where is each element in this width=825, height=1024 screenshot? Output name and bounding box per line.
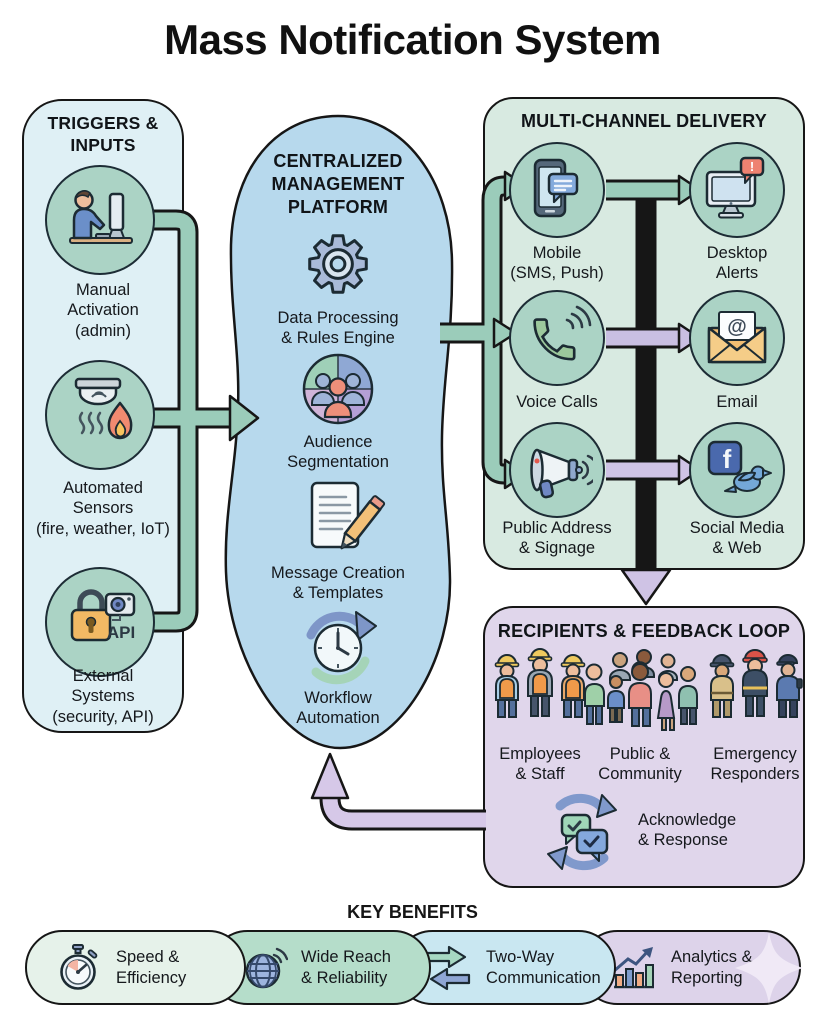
channel-public-address-label: Public Address & Signage	[502, 519, 612, 558]
channel-desktop: !	[689, 142, 785, 238]
platform-blob	[224, 114, 454, 750]
benefit-speed: Speed & Efficiency	[25, 930, 246, 1005]
benefit-speed-label: Speed & Efficiency	[116, 948, 187, 987]
group-community-label: Public & Community	[598, 745, 682, 784]
megaphone-icon	[530, 448, 593, 499]
group-employees	[485, 648, 595, 745]
delivery-header: MULTI-CHANNEL DELIVERY	[520, 111, 768, 131]
responders-group-icon	[709, 649, 803, 718]
stopwatch-icon	[60, 943, 98, 990]
channel-desktop-label: Desktop Alerts	[706, 244, 768, 283]
platform-data-processing-label: Data Processing & Rules Engine	[277, 309, 399, 348]
smartphone-chat-icon	[533, 158, 579, 218]
trigger-automated-sensors	[45, 360, 155, 470]
page-title: Mass Notification System	[164, 16, 661, 63]
facebook-twitter-icon: f	[707, 440, 772, 493]
channel-voice-label: Voice Calls	[516, 393, 598, 411]
benefits-header: KEY BENEFITS	[347, 902, 478, 922]
gear-icon	[308, 234, 368, 294]
channel-email-label: Email	[716, 393, 758, 411]
svg-text:!: !	[750, 159, 754, 174]
audience-pie-icon	[302, 353, 374, 425]
trigger-external-systems: API	[45, 567, 155, 677]
workers-group-icon	[494, 648, 586, 718]
feedback-acknowledge	[532, 782, 632, 887]
platform-message-label: Message Creation & Templates	[271, 564, 405, 603]
person-at-computer-icon	[69, 190, 133, 244]
platform-workflow-label: Workflow Automation	[296, 689, 380, 728]
svg-text:f: f	[723, 444, 732, 474]
platform-message-creation	[290, 473, 386, 574]
globe-signal-icon	[245, 947, 288, 988]
sparkle-decoration	[735, 932, 803, 1004]
feedback-acknowledge-label: Acknowledge & Response	[638, 811, 737, 850]
community-group-icon	[584, 649, 698, 731]
api-badge: API	[107, 623, 135, 642]
platform-audience-label: Audience Segmentation	[287, 433, 389, 472]
benefit-twoway: Two-Way Communication	[395, 930, 616, 1005]
benefits-bar: Speed & Efficiency Wide Reach & Reliabil…	[25, 930, 801, 1005]
trigger-sensors-label: Automated Sensors (fire, weather, IoT)	[36, 479, 170, 538]
benefit-twoway-label: Two-Way Communication	[486, 948, 601, 987]
channel-social-label: Social Media & Web	[689, 519, 785, 558]
channel-mobile	[509, 142, 605, 238]
channel-public-address	[509, 422, 605, 518]
group-community	[580, 648, 700, 745]
channel-email: @	[689, 290, 785, 386]
document-pencil-icon	[310, 481, 386, 550]
chat-sync-icon	[547, 793, 617, 871]
triggers-header: TRIGGERS & INPUTS	[47, 113, 159, 156]
svg-text:@: @	[727, 316, 747, 338]
envelope-at-icon: @	[707, 311, 767, 364]
channel-mobile-label: Mobile (SMS, Push)	[510, 244, 604, 283]
platform-workflow-automation	[290, 600, 386, 701]
desktop-alert-icon: !	[705, 156, 765, 219]
clock-cycle-icon	[306, 611, 377, 685]
group-responders	[700, 648, 810, 745]
channel-social: f	[689, 422, 785, 518]
two-way-arrows-icon	[425, 945, 471, 990]
platform-data-processing	[292, 219, 384, 316]
chart-growth-icon	[613, 946, 654, 988]
phone-handset-icon	[533, 305, 592, 361]
lock-camera-icon: API	[70, 589, 136, 642]
group-responders-label: Emergency Responders	[710, 745, 800, 784]
recipients-header: RECIPIENTS & FEEDBACK LOOP	[497, 621, 791, 641]
platform-audience-segmentation	[290, 345, 386, 446]
trigger-manual-label: Manual Activation (admin)	[67, 281, 139, 340]
trigger-manual-activation	[45, 165, 155, 275]
channel-voice	[509, 290, 605, 386]
group-employees-label: Employees & Staff	[499, 745, 581, 784]
benefit-reach-label: Wide Reach & Reliability	[301, 948, 391, 987]
smoke-detector-flame-icon	[74, 377, 133, 440]
benefit-analytics-label: Analytics & Reporting	[671, 948, 753, 987]
platform-header: CENTRALIZED MANAGEMENT PLATFORM	[271, 151, 405, 218]
trigger-external-label: External Systems (security, API)	[52, 667, 154, 726]
